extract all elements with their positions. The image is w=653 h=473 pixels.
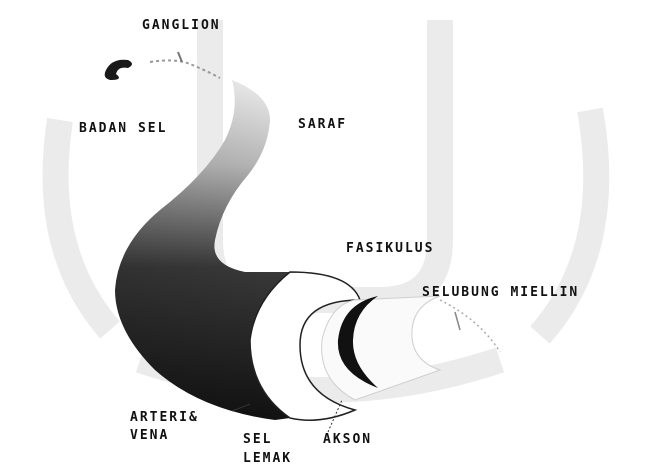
ganglion-fiber-2 (178, 52, 182, 62)
label-sel-lemak-line2: LEMAK (243, 452, 292, 465)
label-saraf: SARAF (298, 118, 347, 131)
ganglion-fiber (150, 60, 220, 78)
label-arteri-vena-line2: VENA (130, 429, 169, 442)
axon-fiber-2 (455, 312, 460, 330)
axon-fiber (440, 300, 500, 352)
label-sel-lemak-line1: SEL (243, 433, 272, 446)
label-arteri-vena-line1: ARTERI& (130, 411, 199, 424)
label-selubung-mielin: SELUBUNG MIELLIN (422, 286, 579, 299)
label-ganglion: GANGLION (142, 19, 221, 32)
label-akson: AKSON (323, 433, 372, 446)
ganglion-cell-body (105, 60, 132, 80)
label-fasikulus: FASIKULUS (346, 242, 434, 255)
label-badan-sel: BADAN SEL (79, 122, 167, 135)
